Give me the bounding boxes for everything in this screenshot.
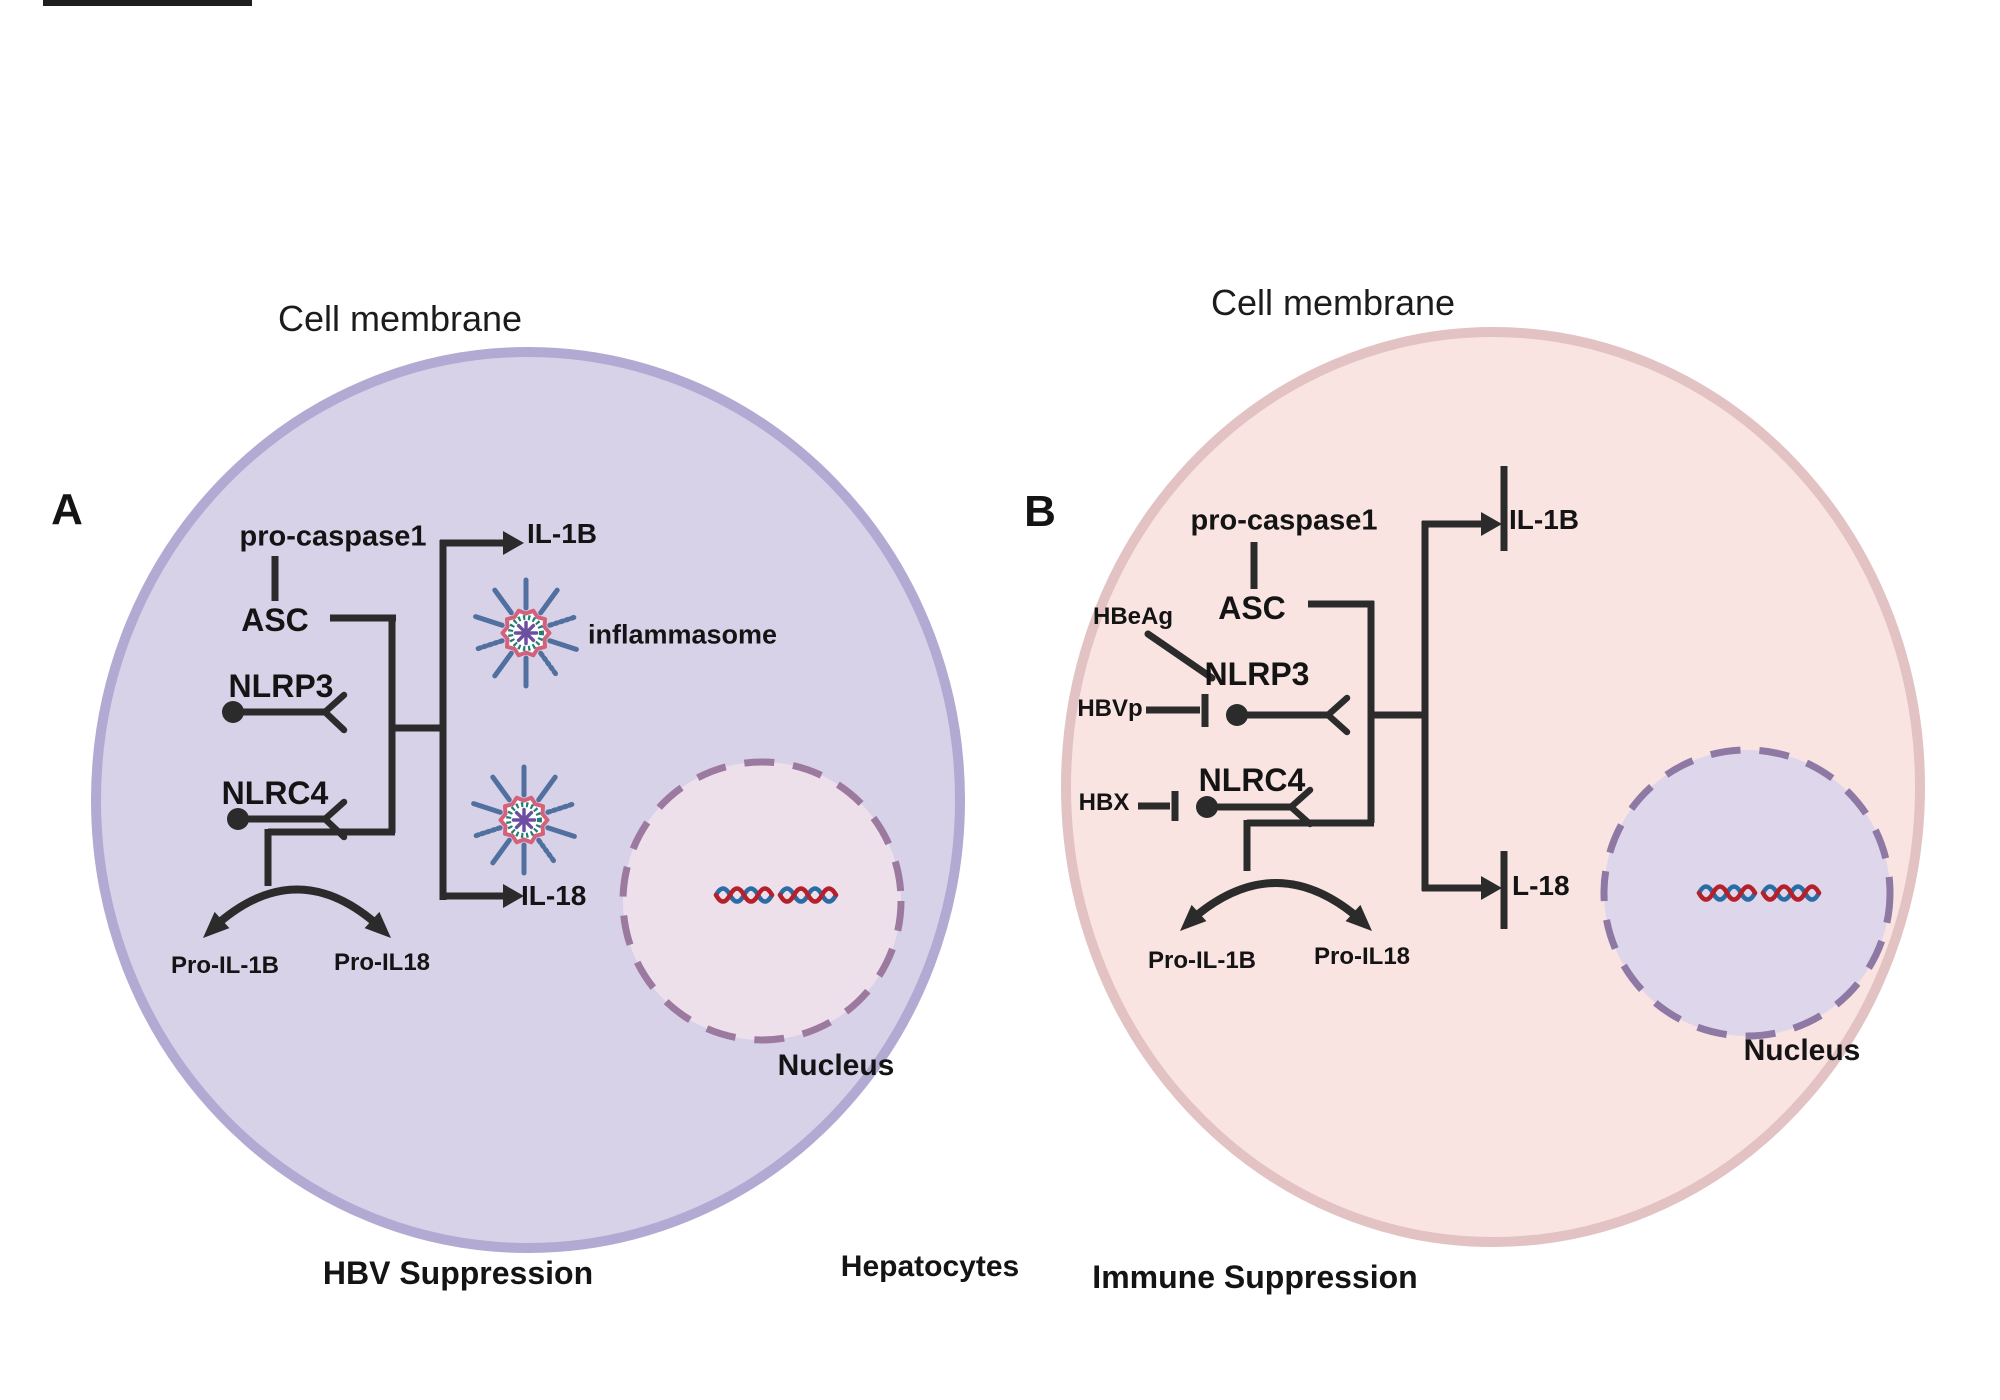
node-il1b-b: IL-1B bbox=[1509, 504, 1579, 535]
cell-membrane-label-b: Cell membrane bbox=[1210, 282, 1456, 323]
top-left-bar bbox=[43, 0, 252, 6]
node-nlrc4-a: NLRC4 bbox=[221, 775, 329, 811]
node-hbx-b: HBX bbox=[1078, 789, 1130, 816]
node-asc-b: ASC bbox=[1218, 590, 1286, 626]
pathway-b-heads bbox=[1180, 512, 1502, 931]
node-pro-il18-a: Pro-IL18 bbox=[333, 949, 431, 976]
node-asc-a: ASC bbox=[241, 602, 309, 638]
arrowhead-arc-right-a bbox=[364, 911, 391, 938]
hepatocytes-label: Hepatocytes bbox=[840, 1250, 1020, 1283]
cell-membrane-label-a: Cell membrane bbox=[277, 298, 523, 339]
pathway-a-heads bbox=[203, 531, 524, 938]
node-hbvp-b: HBVp bbox=[1077, 695, 1143, 722]
nucleus-label-b: Nucleus bbox=[1743, 1034, 1861, 1067]
node-il18-b: L-18 bbox=[1512, 870, 1570, 901]
arrowhead-il18-a bbox=[503, 884, 524, 908]
arrowhead-arc-left-a bbox=[203, 911, 230, 938]
arrowhead-arc-right-b bbox=[1345, 904, 1372, 931]
arrowhead-il1b-a bbox=[503, 531, 524, 555]
nucleus-label-a: Nucleus bbox=[777, 1049, 895, 1082]
pathway-a bbox=[210, 539, 506, 931]
arrowhead-arc-left-b bbox=[1180, 904, 1207, 931]
panel-letter-a: A bbox=[51, 485, 83, 534]
node-il1b-a: IL-1B bbox=[527, 518, 597, 549]
arrowhead-il1b-b bbox=[1481, 512, 1502, 536]
node-nlrp3-b: NLRP3 bbox=[1204, 656, 1310, 692]
caption-b: Immune Suppression bbox=[1092, 1259, 1418, 1295]
node-pro-il18-b: Pro-IL18 bbox=[1313, 943, 1411, 970]
node-pro-il1b-a: Pro-IL-1B bbox=[171, 952, 279, 979]
node-pro-il1b-b: Pro-IL-1B bbox=[1148, 947, 1256, 974]
node-nlrc4-b: NLRC4 bbox=[1198, 762, 1306, 798]
pathway-b bbox=[1138, 466, 1508, 929]
inflammasome-label: inflammasome bbox=[588, 619, 778, 650]
panel-letter-b: B bbox=[1024, 487, 1056, 536]
caption-a: HBV Suppression bbox=[322, 1255, 594, 1291]
node-hbeag-b: HBeAg bbox=[1092, 603, 1174, 630]
nucleus-b bbox=[1600, 746, 1894, 1040]
node-il18-a: IL-18 bbox=[521, 880, 587, 911]
node-pro-caspase1-a: pro-caspase1 bbox=[239, 520, 427, 553]
arrowhead-il18-b bbox=[1481, 876, 1502, 900]
node-nlrp3-a: NLRP3 bbox=[228, 668, 334, 704]
node-pro-caspase1-b: pro-caspase1 bbox=[1190, 504, 1378, 537]
